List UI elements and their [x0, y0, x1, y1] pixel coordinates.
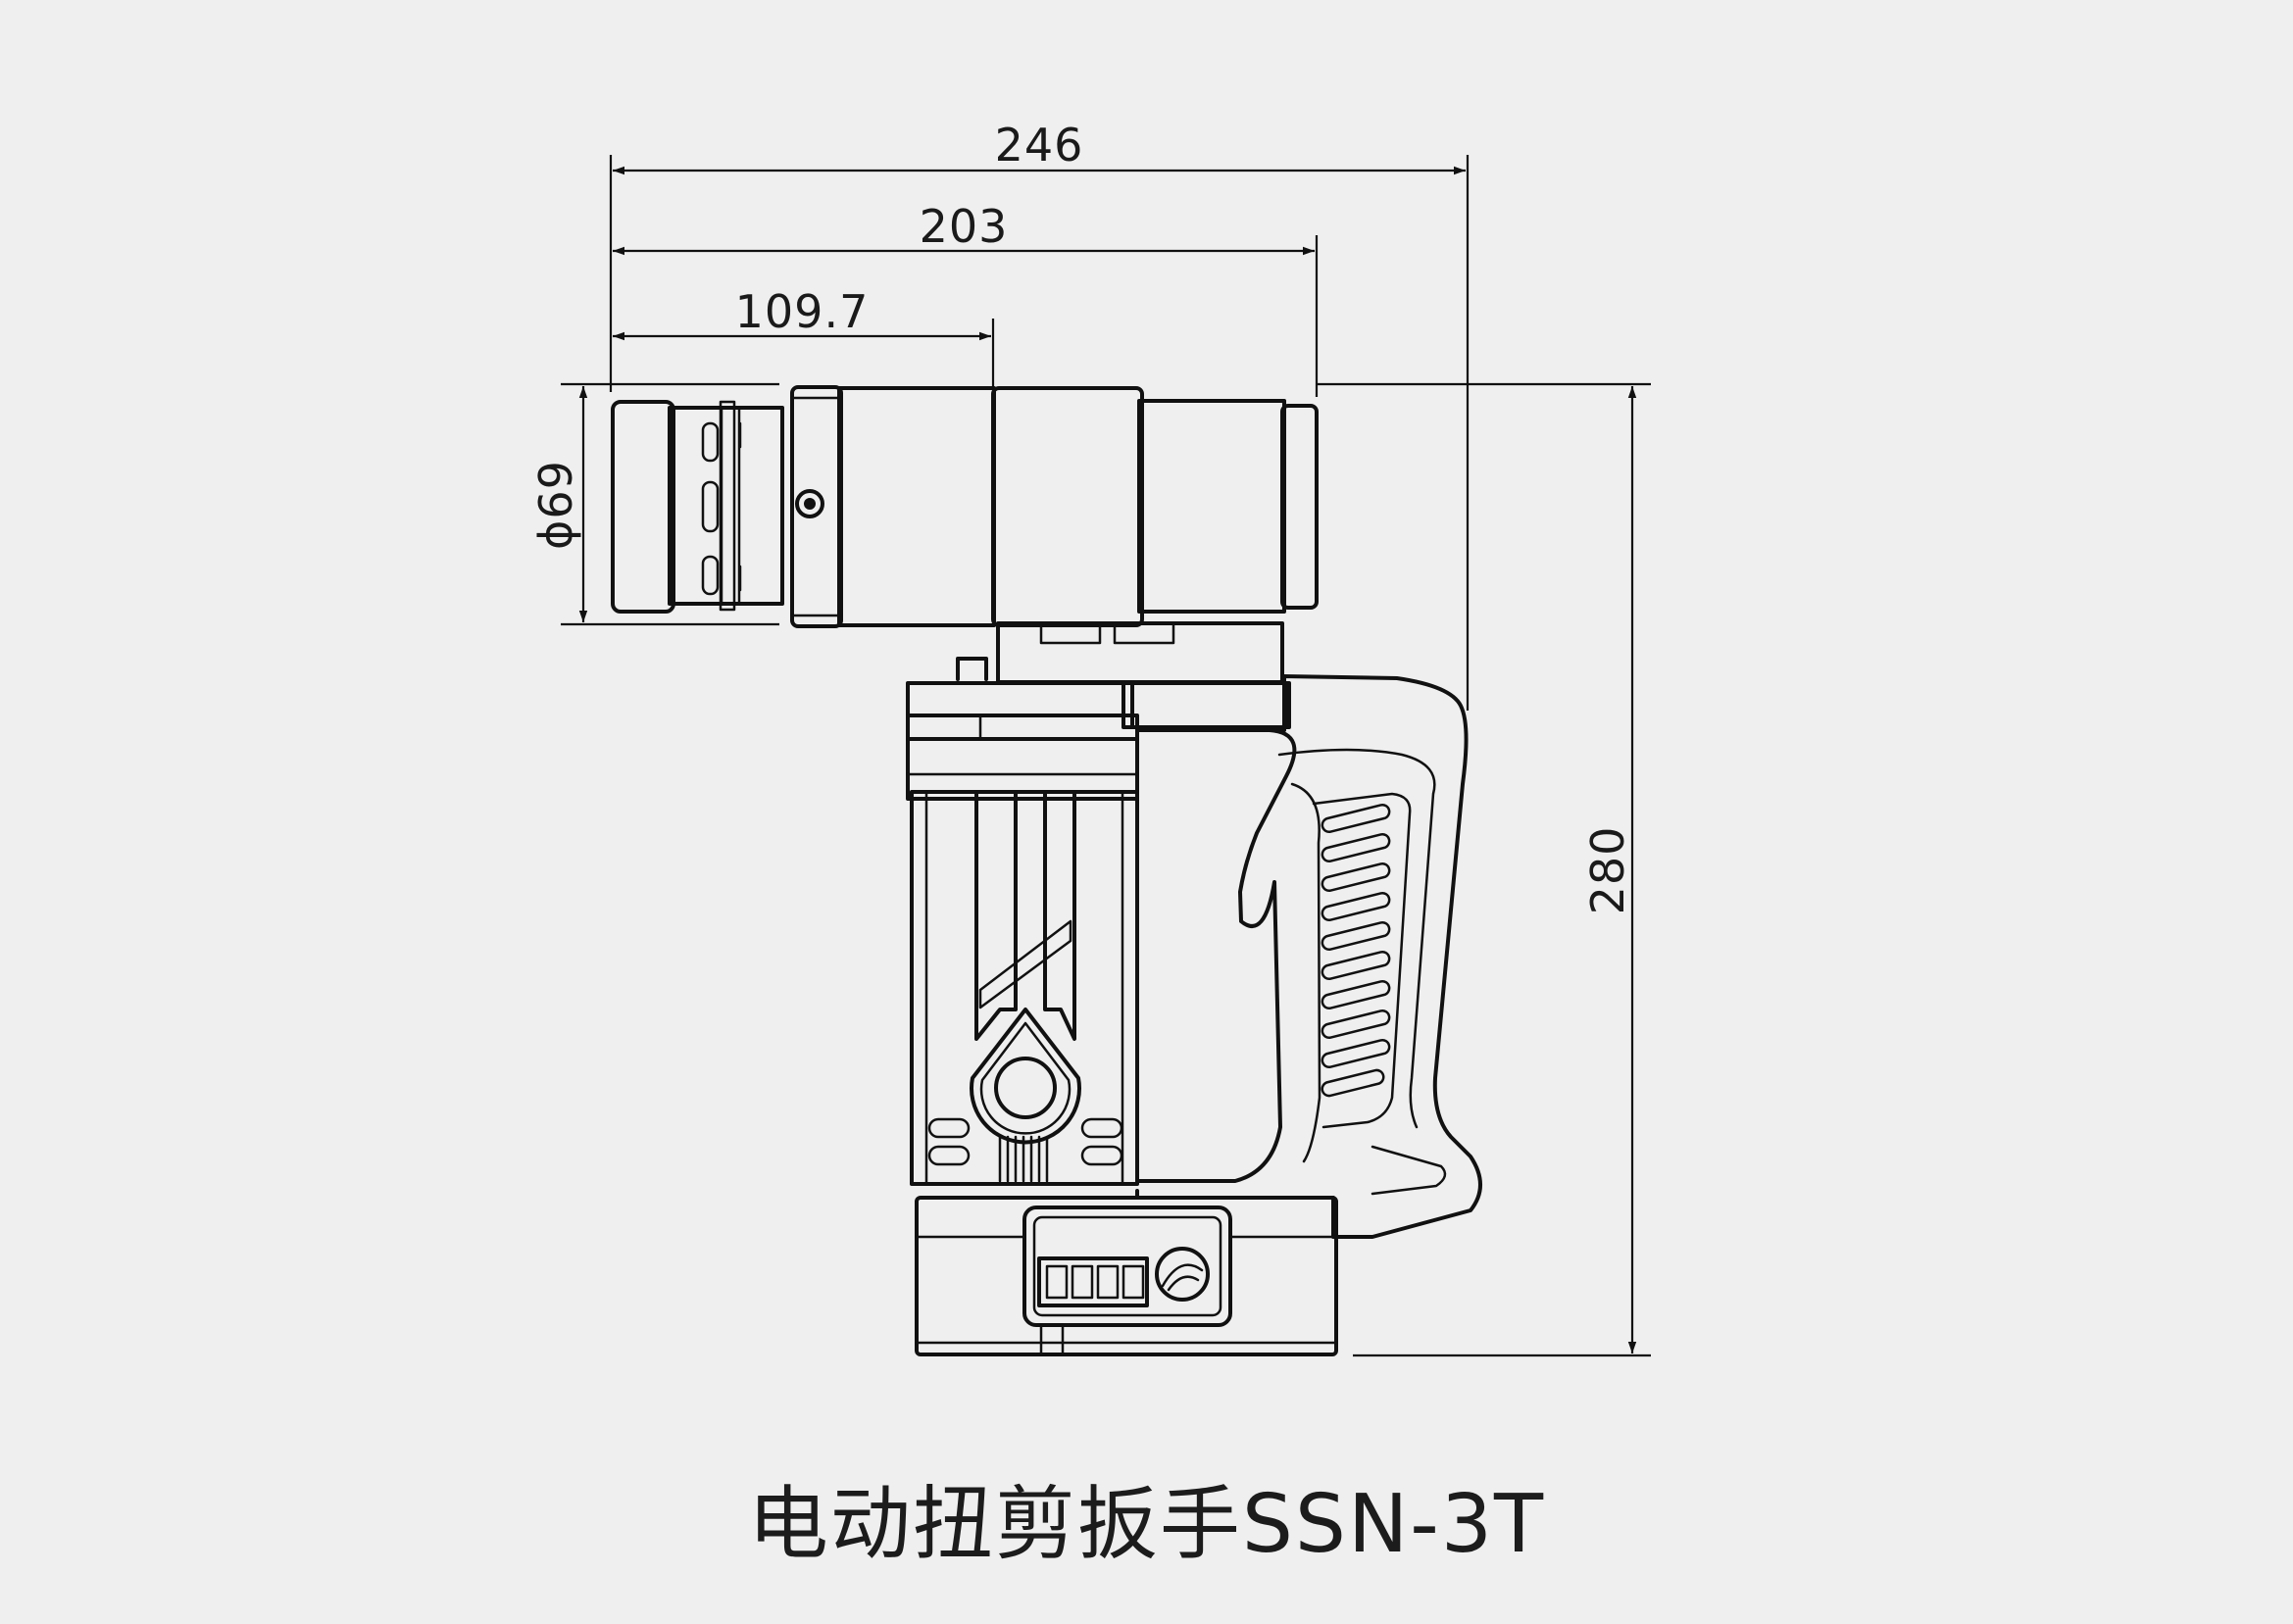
digital-display [1045, 1264, 1145, 1300]
dim-head-length: 109.7 [735, 285, 870, 338]
neck-block [956, 621, 1284, 684]
pistol-grip [1130, 674, 1482, 1239]
dim-head-diameter: ϕ69 [529, 460, 582, 550]
dim-body-length: 203 [920, 200, 1009, 253]
brand-logo-icon [1155, 1247, 1210, 1302]
drawing-caption: 电动扭剪扳手SSN-3T [747, 1478, 1546, 1571]
wrench-drawing [611, 385, 1482, 1356]
socket-head [611, 400, 784, 614]
barrel-housing [790, 385, 1319, 628]
motor-body [906, 681, 1291, 1186]
base-battery [915, 1196, 1338, 1356]
dim-height: 280 [1581, 826, 1634, 915]
grip-ridges [1321, 803, 1391, 1098]
dimension-lines [561, 155, 1651, 1357]
dim-overall-length: 246 [995, 119, 1084, 172]
